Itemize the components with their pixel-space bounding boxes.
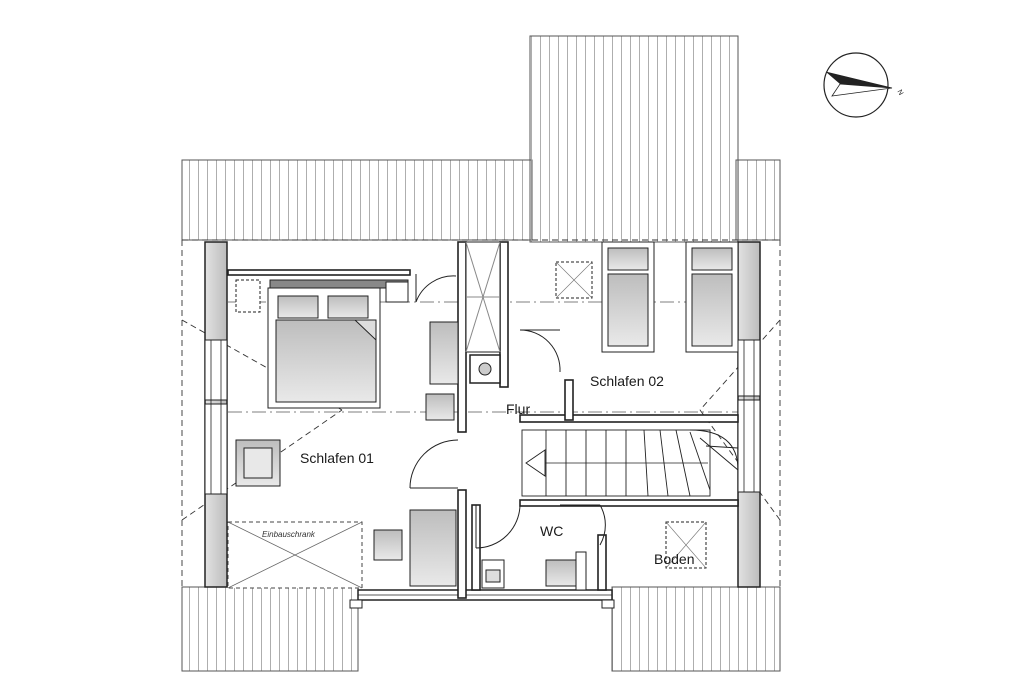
compass-north-label: N xyxy=(896,89,905,97)
roof-top-left xyxy=(181,159,533,241)
roof-dormer xyxy=(529,35,739,243)
window-right-2 xyxy=(737,399,761,493)
furniture xyxy=(227,241,739,591)
outer-walls xyxy=(204,241,761,609)
label-einbauschrank: Einbauschrank xyxy=(262,530,316,539)
room-label-wc: WC xyxy=(540,523,563,539)
roof-bottom-left xyxy=(181,586,359,672)
stair-direction-arrow xyxy=(525,449,546,477)
wardrobe xyxy=(409,509,457,587)
room-label-schlafen-01: Schlafen 01 xyxy=(300,450,374,466)
room-label-schlafen-02: Schlafen 02 xyxy=(590,373,664,389)
staircase xyxy=(521,429,739,497)
roof-bottom-right xyxy=(611,586,781,672)
toilet xyxy=(545,559,577,587)
ceiling-slope-lines xyxy=(228,301,750,413)
room-label-boden: Boden xyxy=(654,551,694,567)
double-bed xyxy=(267,279,409,409)
single-bed-2 xyxy=(685,241,739,353)
compass-icon: N xyxy=(823,52,905,118)
nightstand-left xyxy=(235,279,261,313)
side-table xyxy=(425,393,455,421)
nightstand-right xyxy=(385,281,409,303)
doors xyxy=(409,274,606,549)
window-left-2 xyxy=(204,403,228,495)
window-right-1 xyxy=(737,339,761,397)
chair xyxy=(373,529,403,561)
window-left-1 xyxy=(204,339,228,401)
dresser-top xyxy=(429,321,459,385)
roof xyxy=(181,35,781,672)
single-bed-1 xyxy=(601,241,655,353)
roof-top-right xyxy=(735,159,781,241)
room-label-flur: Flur xyxy=(506,401,530,417)
